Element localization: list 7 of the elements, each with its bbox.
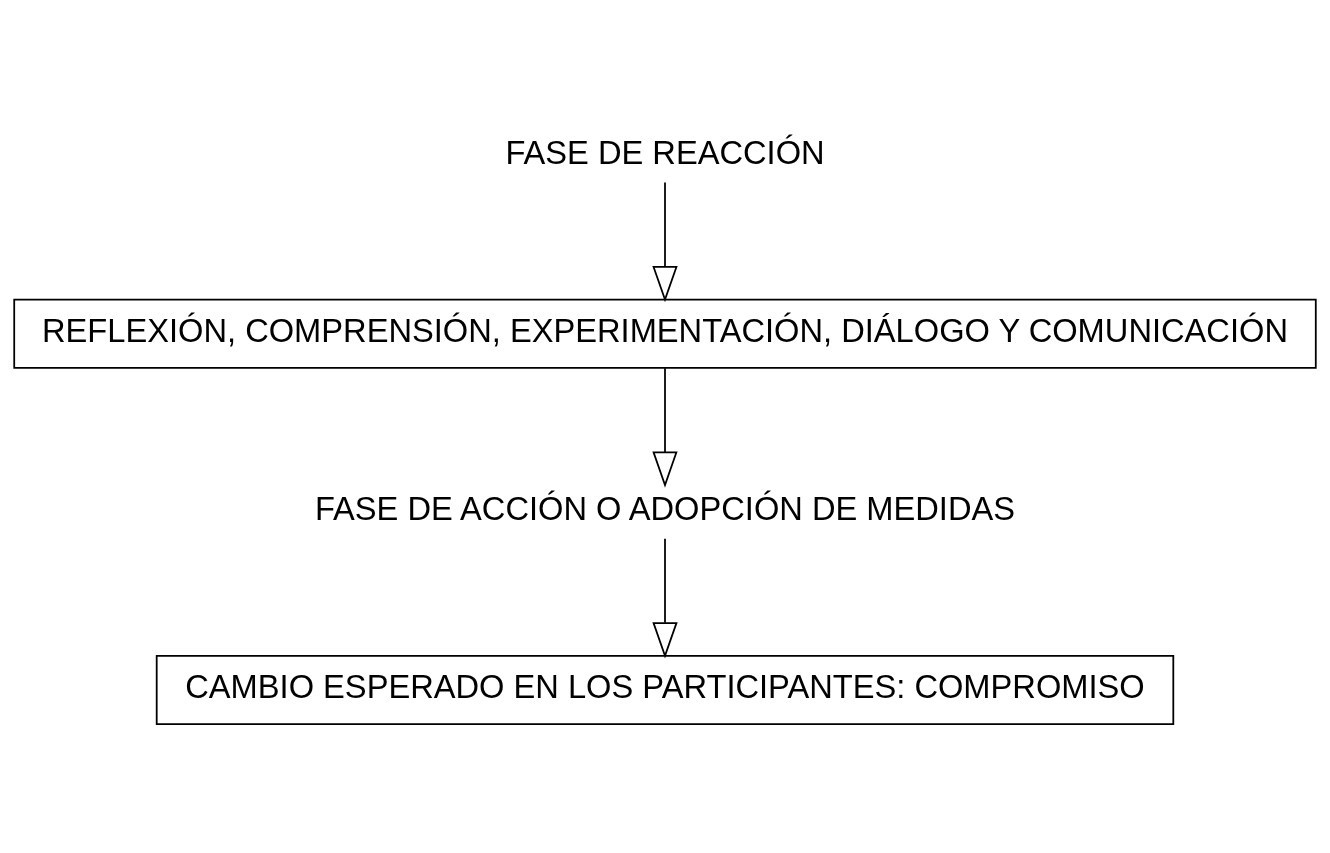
node-text: FASE DE ACCIÓN O ADOPCIÓN DE MEDIDAS — [314, 490, 1016, 528]
arrow — [652, 181, 678, 303]
arrow — [652, 367, 678, 488]
node-box: REFLEXIÓN, COMPRENSIÓN, EXPERIMENTACIÓN, DIÁLOGO Y COMUNICACIÓN — [13, 298, 1317, 369]
arrow — [652, 537, 678, 659]
node-text: FASE DE REACCIÓN — [505, 133, 825, 171]
node-box: CAMBIO ESPERADO EN LOS PARTICIPANTES: COMPROMISO — [155, 654, 1175, 725]
